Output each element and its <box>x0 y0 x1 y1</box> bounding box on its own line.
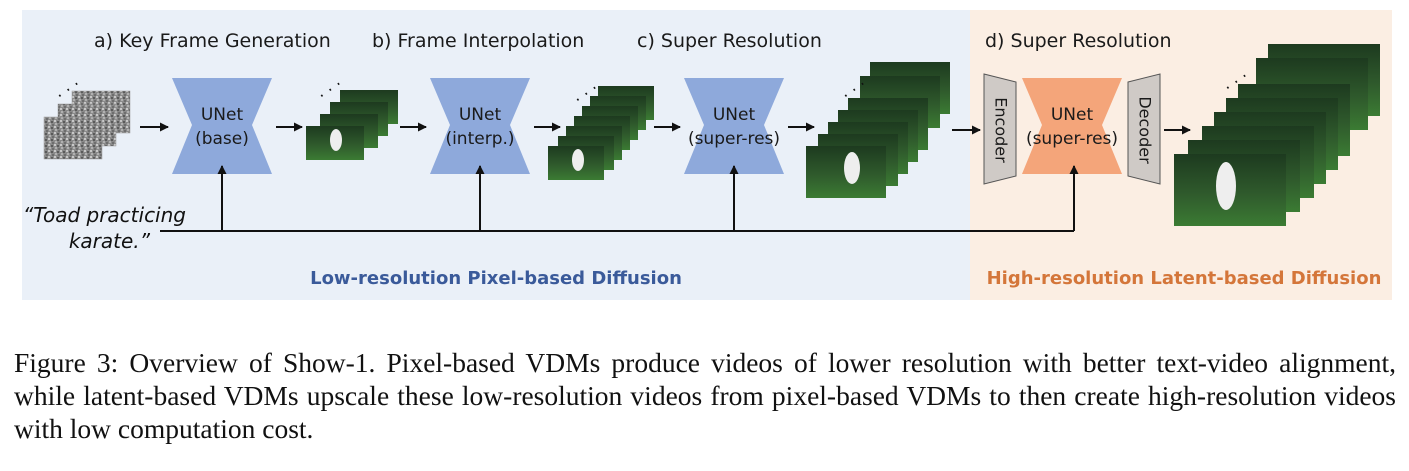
stage-d-label: d) Super Resolution <box>985 30 1172 52</box>
unet-superres1-shape <box>684 78 784 174</box>
pixel-region-title: Low-resolution Pixel-based Diffusion <box>310 268 682 289</box>
decoder-label: Decoder <box>1136 96 1155 164</box>
unet-base-shape <box>172 78 272 174</box>
figure-caption: Figure 3: Overview of Show-1. Pixel-base… <box>14 347 1396 444</box>
unet-base-label-1: UNet <box>201 105 244 125</box>
unet-superres1-label-2: (super-res) <box>688 129 780 149</box>
unet-superres1-label-1: UNet <box>713 105 756 125</box>
stage-b-label: b) Frame Interpolation <box>372 30 584 52</box>
unet-interp-label-1: UNet <box>459 105 502 125</box>
superres-frames <box>806 62 950 198</box>
stage-c-label: c) Super Resolution <box>637 30 822 52</box>
unet-interp-label-2: (interp.) <box>445 129 514 149</box>
unet-superres2-label-2: (super-res) <box>1026 129 1118 149</box>
stage-a-label: a) Key Frame Generation <box>94 30 331 52</box>
unet-interp-shape <box>430 78 530 174</box>
highres-frames <box>1174 44 1380 226</box>
show1-overview-diagram: a) Key Frame Generation b) Frame Interpo… <box>22 10 1392 300</box>
key-frames <box>306 90 398 160</box>
text-prompt-line-2: karate.” <box>69 229 151 253</box>
encoder-shape <box>983 73 1017 185</box>
text-prompt-line-1: “Toad practicing <box>23 203 186 227</box>
decoder-shape <box>1127 73 1161 185</box>
latent-region-title: High-resolution Latent-based Diffusion <box>987 268 1382 289</box>
interpolated-frames <box>548 86 654 180</box>
unet-base-label-2: (base) <box>195 129 249 149</box>
noise-frames <box>43 90 131 160</box>
unet-superres2-shape <box>1022 78 1122 174</box>
unet-superres2-label-1: UNet <box>1051 105 1094 125</box>
encoder-label: Encoder <box>992 97 1011 163</box>
